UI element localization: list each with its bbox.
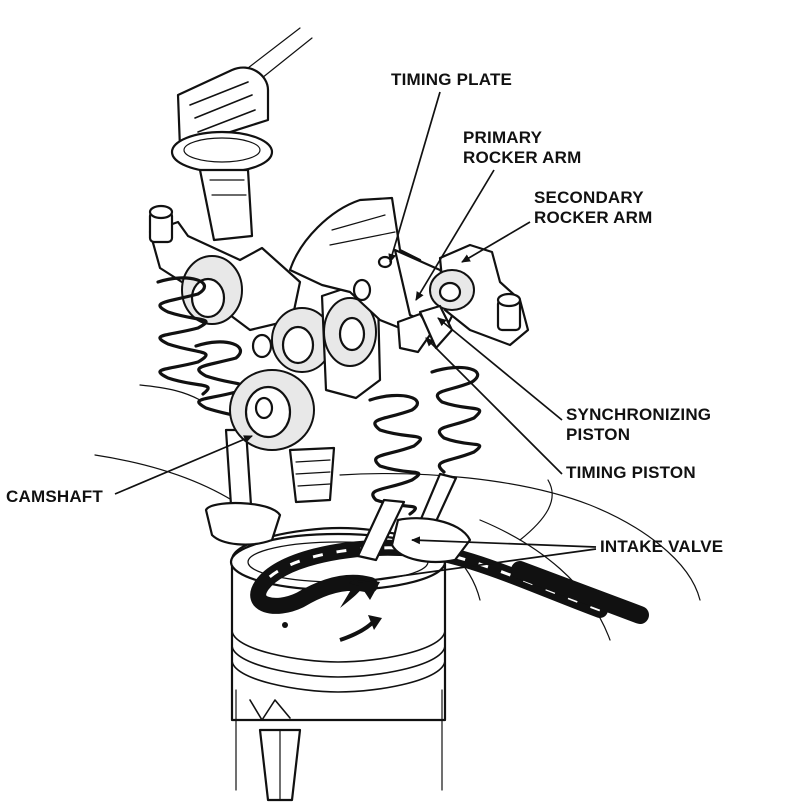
label-synchronizing-piston-line2: PISTON: [566, 425, 630, 444]
label-secondary-rocker-arm-line2: ROCKER ARM: [534, 208, 652, 227]
label-intake-valve: INTAKE VALVE: [600, 537, 723, 556]
leader-secondary-rocker-arm: [461, 221, 531, 263]
left-valve-springs: [156, 276, 282, 546]
right-rocker-assembly: [396, 243, 530, 354]
leader-primary-rocker-arm: [415, 169, 495, 301]
right-valve-springs: [356, 365, 482, 563]
intake-swirl-arrow: [250, 539, 649, 642]
leader-intake-valve-1: [411, 536, 597, 548]
label-camshaft: CAMSHAFT: [6, 487, 103, 506]
label-secondary-rocker-arm-line1: SECONDARY: [534, 188, 644, 207]
leader-lines: [114, 91, 597, 586]
leader-synchronizing-piston: [437, 317, 563, 421]
leader-timing-piston: [425, 337, 563, 475]
leader-camshaft: [114, 435, 253, 495]
camshaft: [229, 284, 382, 504]
labels: TIMING PLATE PRIMARY ROCKER ARM SECONDAR…: [6, 70, 723, 556]
leader-timing-plate: [388, 91, 441, 263]
left-rocker-assembly: [148, 204, 333, 373]
label-primary-rocker-arm-line2: ROCKER ARM: [463, 148, 581, 167]
label-primary-rocker-arm-line1: PRIMARY: [463, 128, 543, 147]
label-timing-piston: TIMING PISTON: [566, 463, 696, 482]
leader-intake-valve-2: [349, 548, 597, 586]
label-synchronizing-piston-line1: SYNCHRONIZING: [566, 405, 711, 424]
label-timing-plate: TIMING PLATE: [391, 70, 512, 89]
spark-plug: [170, 27, 313, 242]
piston: [229, 526, 447, 802]
